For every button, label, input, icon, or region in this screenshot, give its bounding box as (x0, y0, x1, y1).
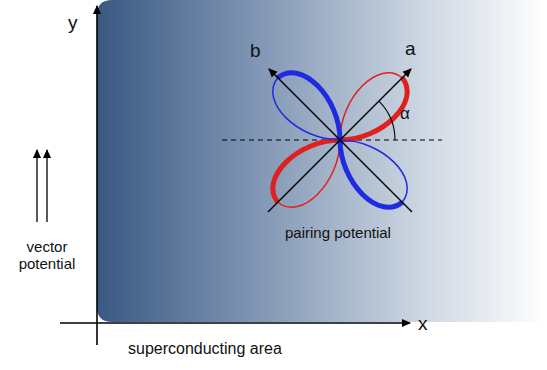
caption-label: pairing potential (285, 224, 391, 241)
axis-label: a (405, 38, 416, 60)
x-axis (60, 322, 410, 324)
superconducting-region (97, 0, 547, 322)
axis-label: b (250, 40, 261, 62)
vector-arrow (46, 150, 47, 222)
b-axis (269, 69, 412, 212)
d-wave-lobes (262, 62, 418, 218)
vector-arrow (36, 150, 37, 222)
a-axis (268, 69, 411, 212)
side-label: vector potential (4, 238, 90, 273)
area-label: superconducting area (128, 340, 282, 358)
axis-label: y (68, 12, 78, 34)
angle-label: α (400, 104, 410, 124)
y-axis (96, 6, 98, 345)
axis-label: x (418, 313, 428, 335)
angle-arc (379, 101, 395, 140)
